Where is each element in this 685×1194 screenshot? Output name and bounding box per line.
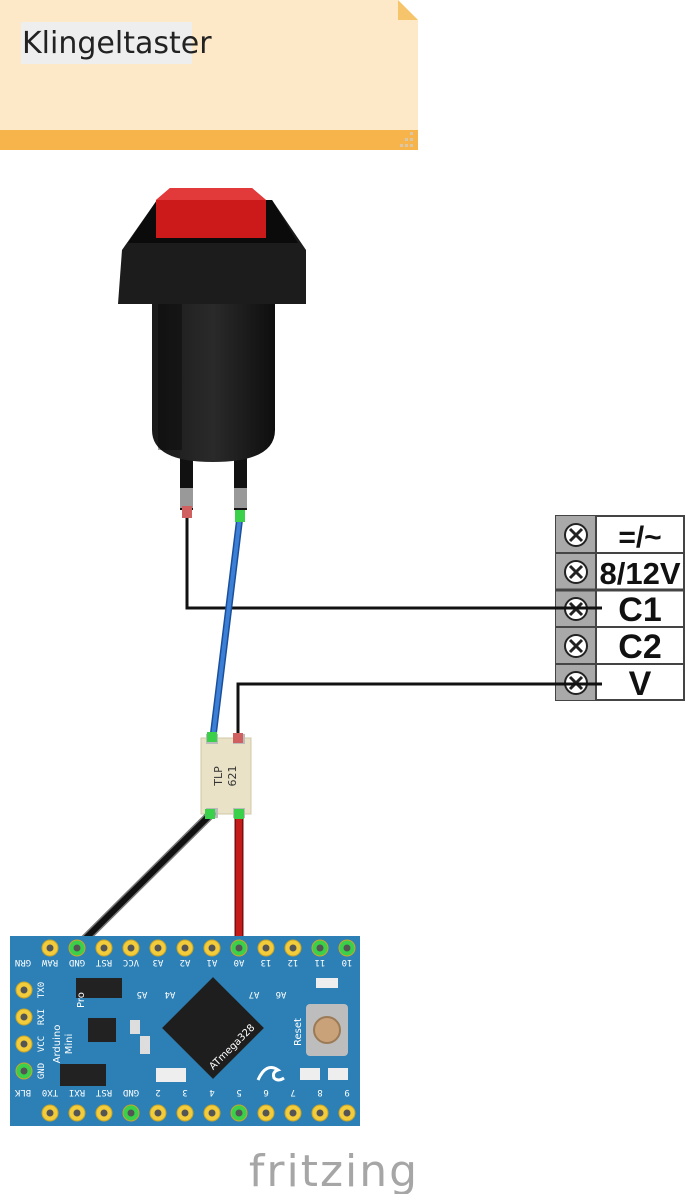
terminal-label-v: V	[629, 665, 652, 703]
bottom-pin-label: 7	[290, 1087, 295, 1097]
terminal-label-c1: C1	[618, 591, 661, 629]
bottom-pin-label: GND	[123, 1087, 139, 1097]
bottom-pin-row: BLK TX0 RXI RST GND 2 3 4 5 6 7 8 9	[14, 1087, 349, 1097]
top-pin-label: 12	[288, 957, 299, 967]
wires	[73, 512, 602, 951]
bottom-pin-label: RST	[95, 1087, 112, 1097]
note-title: Klingeltaster	[22, 26, 212, 61]
top-pin-label: A0	[234, 957, 245, 967]
optocoupler-tlp621[interactable]: TLP 621	[200, 734, 252, 818]
svg-text:Pro: Pro	[76, 992, 87, 1008]
terminal-label-voltage: 8/12V	[599, 556, 680, 591]
button-cap[interactable]	[156, 188, 266, 238]
inner-label-a7: A7	[249, 989, 260, 999]
inner-label-a4: A4	[165, 989, 176, 999]
terminal-label-power: =/~	[618, 521, 661, 554]
bottom-pin-label: RXI	[69, 1087, 85, 1097]
inner-label-a5: A5	[137, 989, 148, 999]
inner-label-a6: A6	[276, 989, 287, 999]
top-pin-label: 11	[315, 957, 326, 967]
button-body	[152, 300, 275, 462]
left-pin-label: RXI	[37, 1009, 47, 1025]
push-button[interactable]	[118, 188, 306, 510]
fritzing-logo: fritzing	[249, 1146, 419, 1194]
top-pin-label: A1	[207, 957, 218, 967]
svg-text:Mini: Mini	[64, 1034, 75, 1055]
reset-button[interactable]	[306, 1004, 348, 1056]
top-pin-label: 13	[261, 957, 272, 967]
top-pin-label: A3	[153, 957, 164, 967]
wire-opto-to-v[interactable]	[236, 682, 602, 738]
screw-icon	[564, 634, 588, 658]
bottom-pin-label: 3	[182, 1087, 187, 1097]
svg-text:Arduino: Arduino	[52, 1025, 63, 1064]
wire-button-to-c1[interactable]	[185, 512, 602, 610]
bottom-pin-label: 4	[209, 1087, 214, 1097]
top-pin-label: RAW	[41, 957, 58, 967]
note-title-bg	[21, 22, 192, 64]
reset-label: Reset	[293, 1018, 304, 1046]
left-pin-label: TX0	[37, 982, 47, 998]
bottom-pin-label: 6	[263, 1087, 268, 1097]
logo-icon	[256, 1066, 285, 1082]
screw-icon	[564, 523, 588, 547]
top-pin-label: A2	[180, 957, 191, 967]
bottom-pin-label: 2	[155, 1087, 160, 1097]
screw-icon	[564, 560, 588, 584]
board-text: Arduino	[52, 1025, 63, 1064]
bottom-pin-label: BLK	[14, 1087, 31, 1097]
note-resize-handle[interactable]	[400, 132, 413, 147]
left-pin-label: VCC	[37, 1036, 47, 1052]
note-fold	[398, 0, 418, 20]
note-bar	[0, 130, 418, 150]
top-pin-label: GND	[69, 957, 85, 967]
top-pin-label: VCC	[123, 957, 139, 967]
bottom-pin-label: 9	[344, 1087, 349, 1097]
wire-endpoints	[182, 506, 245, 819]
regulator	[76, 978, 122, 998]
optocoupler-label-1: TLP	[212, 766, 225, 787]
top-pin-label: RST	[95, 957, 112, 967]
bottom-pin-label: TX0	[42, 1087, 58, 1097]
bottom-pin-label: 5	[236, 1087, 241, 1097]
top-pin-label: 10	[342, 957, 353, 967]
top-pin-label: GRN	[15, 957, 31, 967]
terminal-label-c2: C2	[618, 628, 661, 666]
bottom-pin-label: 8	[317, 1087, 322, 1097]
left-pin-label: GND	[37, 1063, 47, 1079]
note[interactable]: Klingeltaster	[0, 0, 418, 150]
top-pin-row: GRN RAW GND RST VCC A3 A2 A1 A0 13 12 11 10	[15, 939, 356, 1122]
optocoupler-label-2: 621	[226, 766, 239, 787]
